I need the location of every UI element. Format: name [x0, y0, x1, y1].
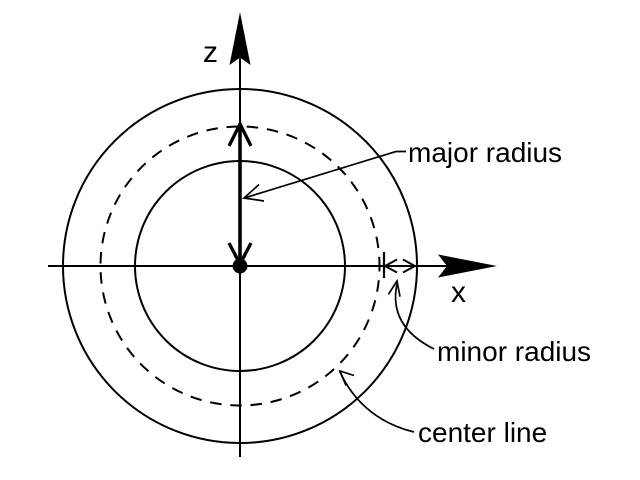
major-radius-label: major radius: [408, 137, 562, 168]
major-radius-leader-line: [245, 150, 406, 199]
center-line-leader-line: [339, 371, 415, 433]
minor-radius-leader-line: [394, 283, 435, 350]
minor-radius-arrow-left-icon: [383, 258, 398, 274]
z-axis-arrowhead-icon: [229, 12, 251, 65]
center-line-leader-arrowhead-icon: [338, 369, 355, 386]
center-point-dot: [232, 258, 248, 274]
x-axis-arrowhead-icon: [438, 254, 497, 278]
major-radius-leader-arrowhead-icon: [242, 183, 265, 202]
minor-radius-arrow-right-icon: [402, 258, 417, 274]
minor-radius-leader-arrowhead-icon: [387, 278, 401, 297]
z-axis-label: z: [203, 36, 218, 69]
major-radius-measure-arrow-up-icon: [227, 120, 253, 147]
x-axis-label: x: [451, 276, 466, 309]
minor-radius-label: minor radius: [437, 336, 591, 367]
center-line-label: center line: [418, 417, 547, 448]
